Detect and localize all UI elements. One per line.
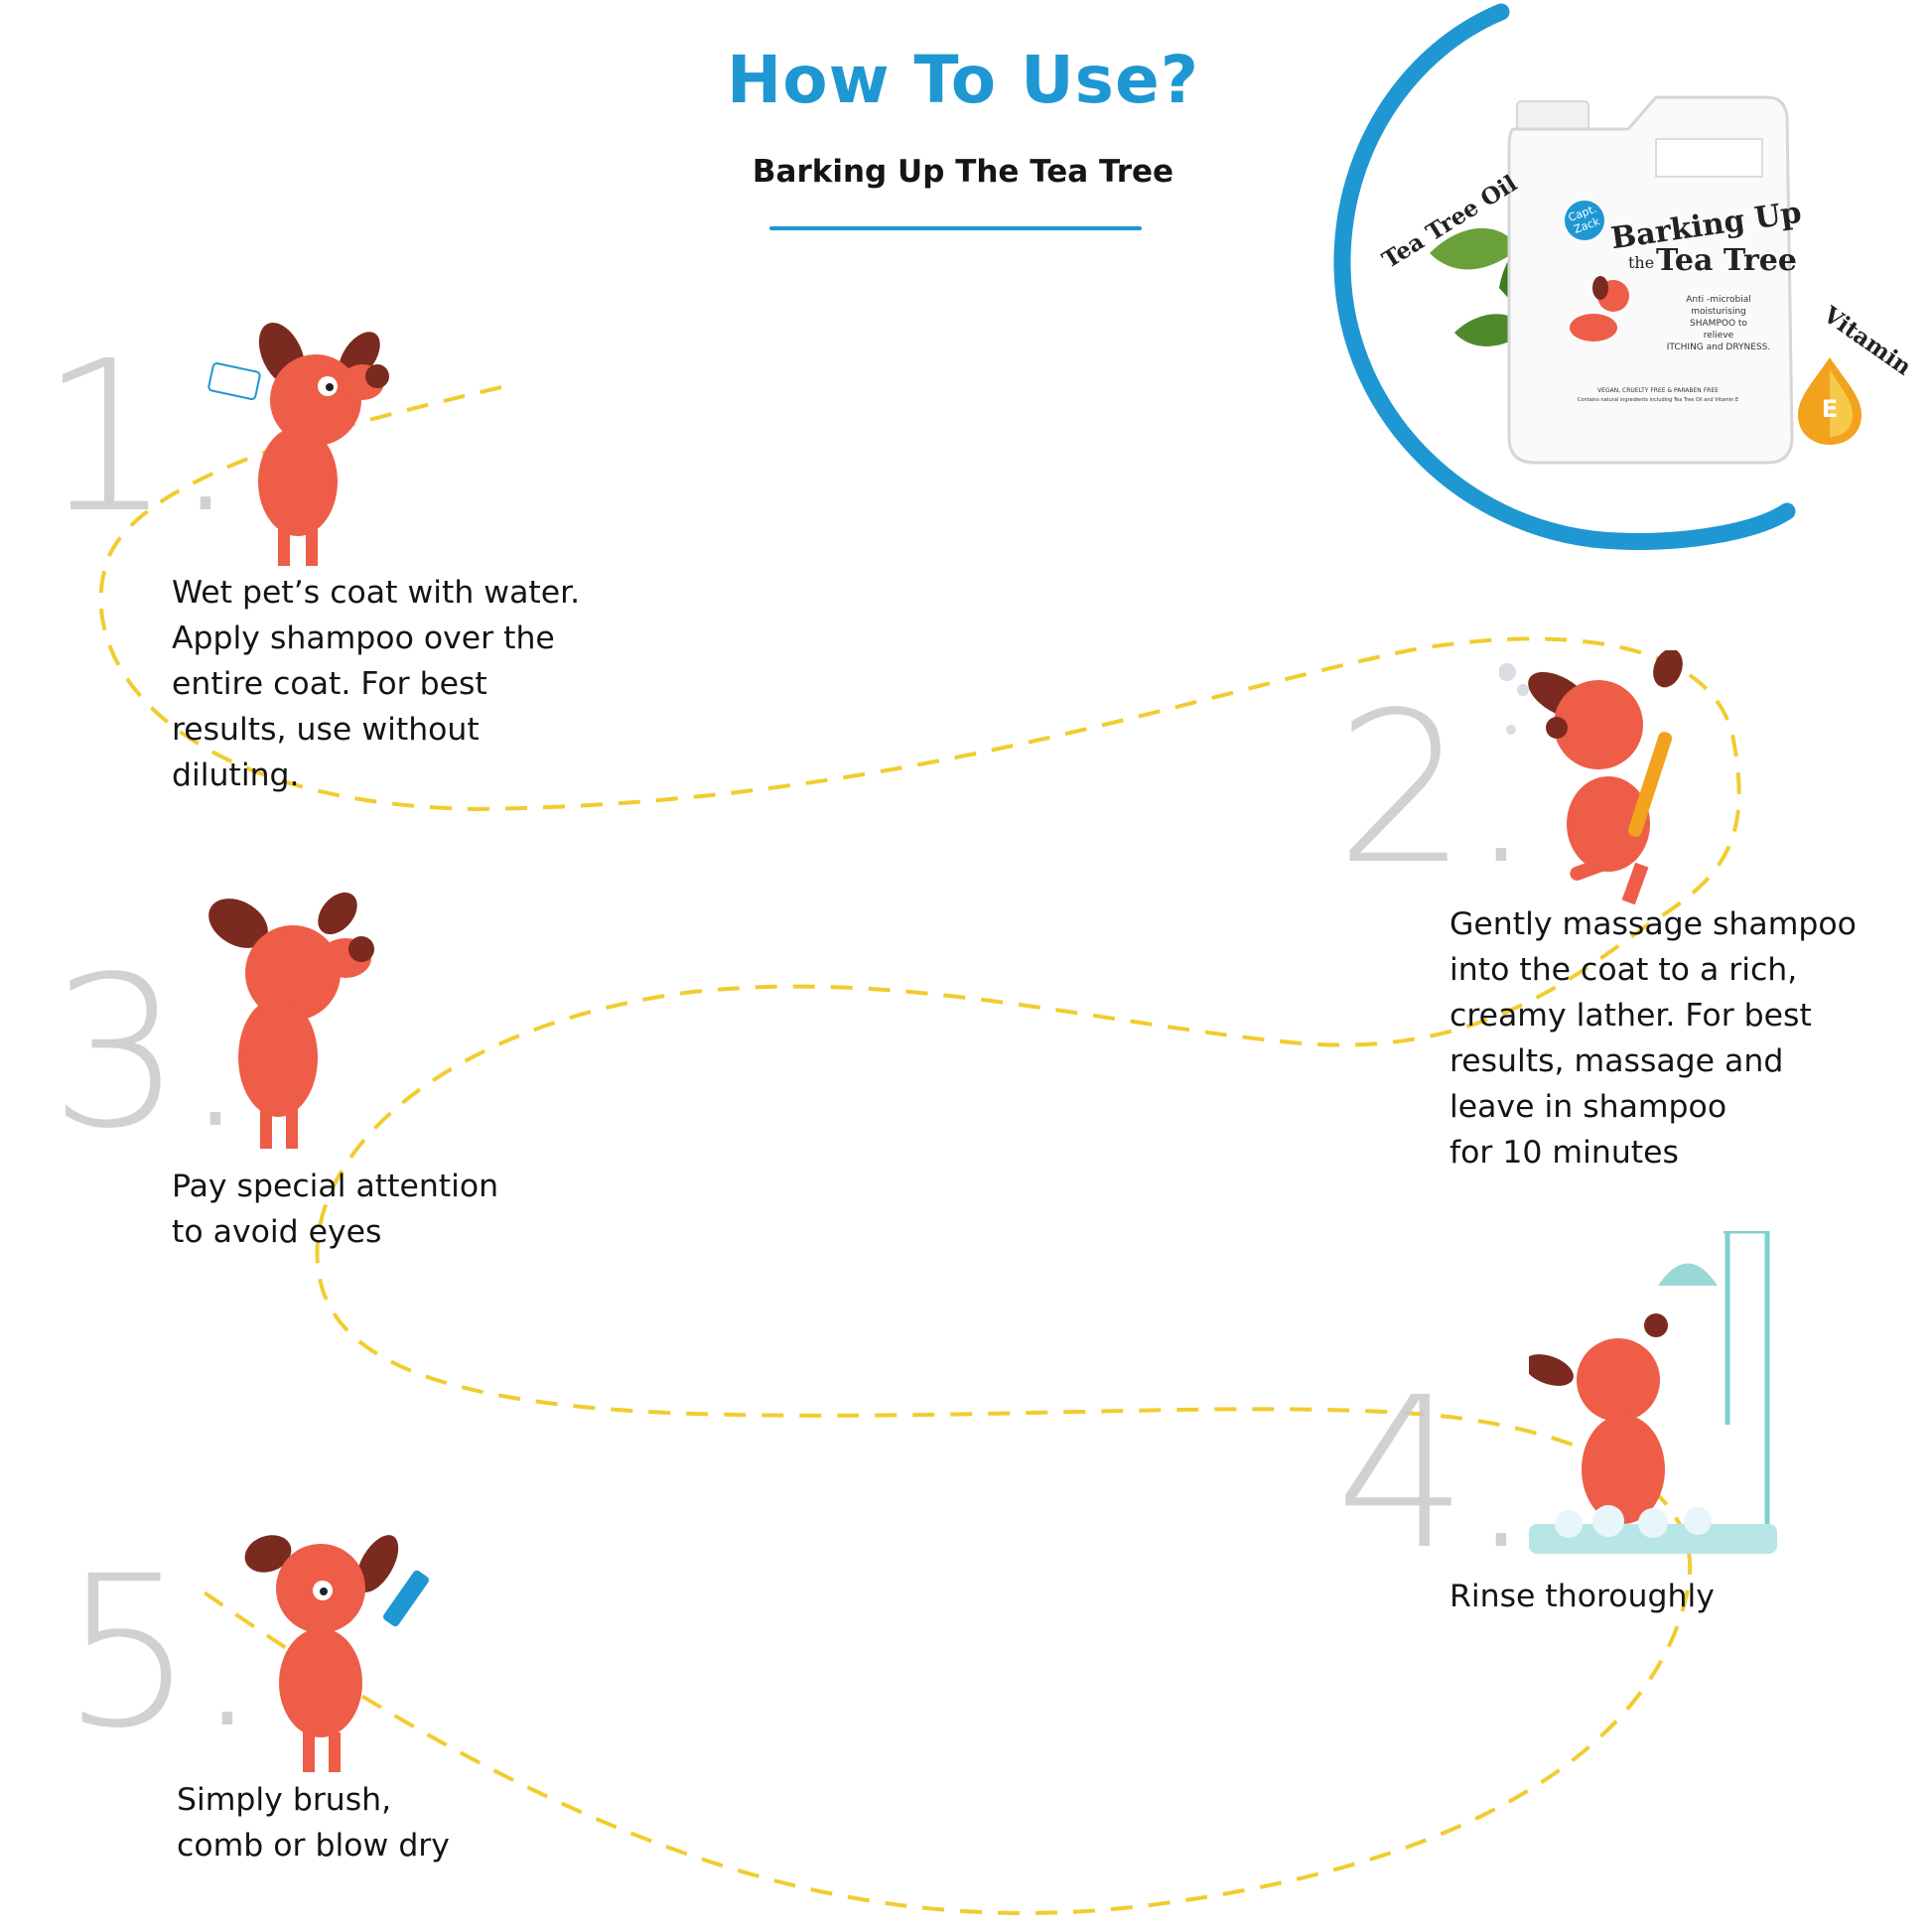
dog-with-comb-illustration <box>244 1535 430 1772</box>
description-line: relieve <box>1703 331 1734 341</box>
product-name-line2: Tea Tree <box>1656 243 1797 278</box>
product-ingredients-note: Contains natural ingredients including T… <box>1577 397 1739 403</box>
step-2-text: Gently massage shampoo into the coat to … <box>1449 906 1857 1171</box>
description-line: ITCHING and DRYNESS. <box>1666 343 1771 352</box>
description-line: SHAMPOO to <box>1690 319 1747 329</box>
product-name-the: the <box>1628 253 1655 272</box>
step-1-text: Wet pet’s coat with water. Apply shampoo… <box>172 575 581 793</box>
step-2-number: 2. <box>1335 667 1535 910</box>
step-1-number: 1. <box>40 316 239 559</box>
step-3-number: 3. <box>50 931 249 1174</box>
tea-tree-oil-label: Tea Tree Oil <box>1377 170 1522 274</box>
product-badges: VEGAN, CRUELTY FREE & PARABEN FREE <box>1597 387 1719 394</box>
shampoo-bottle-icon <box>207 362 261 400</box>
description-line: Anti -microbial <box>1686 295 1751 305</box>
step-4-text: Rinse thoroughly <box>1449 1579 1715 1614</box>
page-subtitle: Barking Up The Tea Tree <box>752 154 1174 190</box>
brush-icon <box>1627 732 1673 837</box>
dog-scrubbing-illustration <box>1499 650 1683 905</box>
step-3-text: Pay special attention to avoid eyes <box>172 1169 499 1250</box>
step-5-number: 5. <box>62 1531 261 1774</box>
shower-head-icon <box>1658 1263 1718 1286</box>
vitamin-e-letter: E <box>1821 395 1839 423</box>
title-underline <box>769 226 1142 230</box>
product-description: Anti -microbial moisturising SHAMPOO to … <box>1664 294 1773 353</box>
page-title: How To Use? <box>726 42 1200 118</box>
vitamin-label: Vitamin <box>1818 301 1917 381</box>
tea-leaf-icon <box>1430 227 1524 346</box>
comb-icon <box>382 1570 430 1627</box>
step-5-text: Simply brush, comb or blow dry <box>177 1782 450 1863</box>
product-brand: Capt. Zack <box>1566 202 1601 236</box>
shampoo-jug <box>1507 95 1794 465</box>
description-line: moisturising <box>1691 307 1746 317</box>
step-4-number: 4. <box>1335 1352 1535 1595</box>
dog-showering-illustration <box>1529 1231 1777 1554</box>
dog-covering-eyes-illustration <box>208 892 374 1149</box>
dog-with-bottle-illustration <box>207 323 389 566</box>
label-dog-icon <box>1570 276 1629 342</box>
